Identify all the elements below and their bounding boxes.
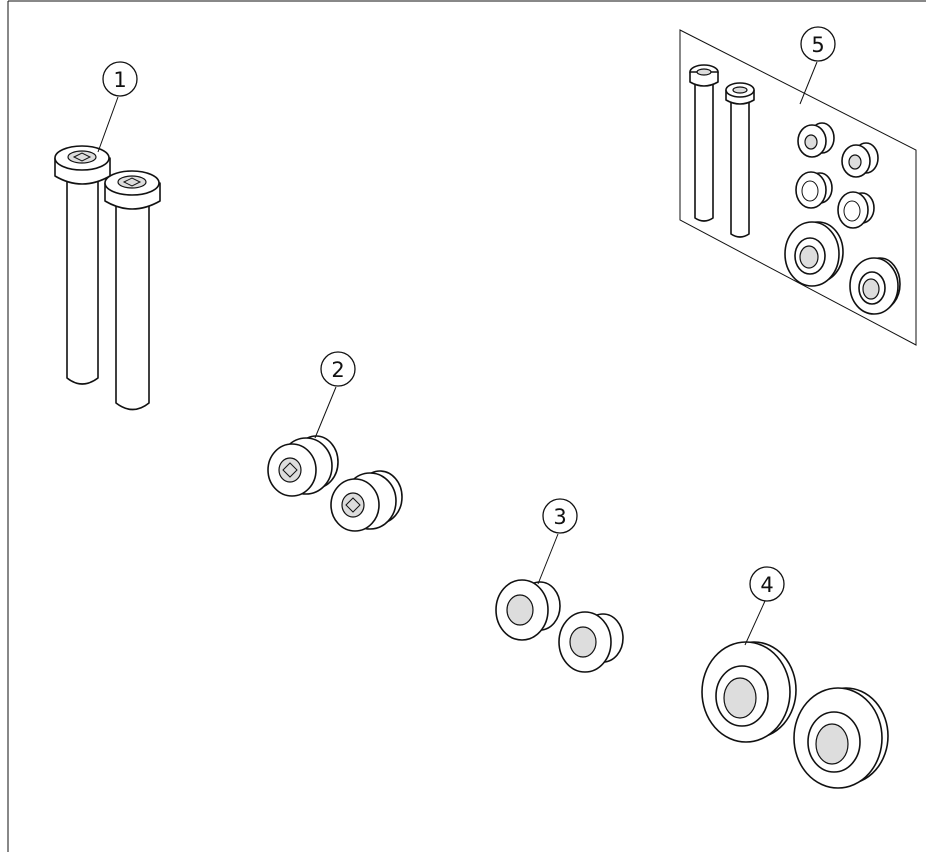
callout-1-label: 1 — [113, 68, 126, 92]
screw-right — [330, 470, 403, 532]
kit-bolts — [689, 64, 755, 238]
part-3-bushings — [495, 579, 624, 673]
bolt-left — [54, 145, 111, 385]
bushing-right — [558, 611, 624, 673]
callout-2-leader — [314, 386, 337, 439]
callout-4-label: 4 — [760, 573, 773, 597]
callout-1: 1 — [97, 61, 138, 153]
callout-2-label: 2 — [331, 358, 344, 382]
callout-5-circle — [800, 26, 836, 62]
callout-4-leader — [744, 600, 766, 646]
callout-5-label: 5 — [811, 33, 824, 57]
callout-3-label: 3 — [553, 505, 566, 529]
kit-screws — [797, 122, 879, 178]
kit-bushings — [795, 171, 875, 229]
kit-washers — [784, 221, 901, 315]
callout-5-leader — [799, 61, 818, 105]
callout-3-leader — [537, 533, 559, 585]
callout-2-circle — [320, 351, 356, 387]
bushing-left — [495, 579, 561, 641]
callout-3: 3 — [537, 498, 578, 585]
washer-right — [793, 687, 889, 789]
bolt-right — [104, 170, 161, 411]
callout-4-circle — [749, 566, 785, 602]
callout-3-circle — [542, 498, 578, 534]
callout-4: 4 — [744, 566, 785, 646]
callout-5: 5 — [799, 26, 836, 105]
callout-1-leader — [97, 96, 119, 153]
callout-2: 2 — [314, 351, 356, 439]
part-2-screws — [267, 435, 403, 532]
kit-card — [679, 29, 917, 346]
callout-1-circle — [102, 61, 138, 97]
part-1-bolts — [54, 145, 161, 411]
part-5-kit — [679, 29, 917, 346]
washer-left — [701, 641, 797, 743]
screw-left — [267, 435, 339, 497]
part-4-washers — [701, 641, 889, 789]
